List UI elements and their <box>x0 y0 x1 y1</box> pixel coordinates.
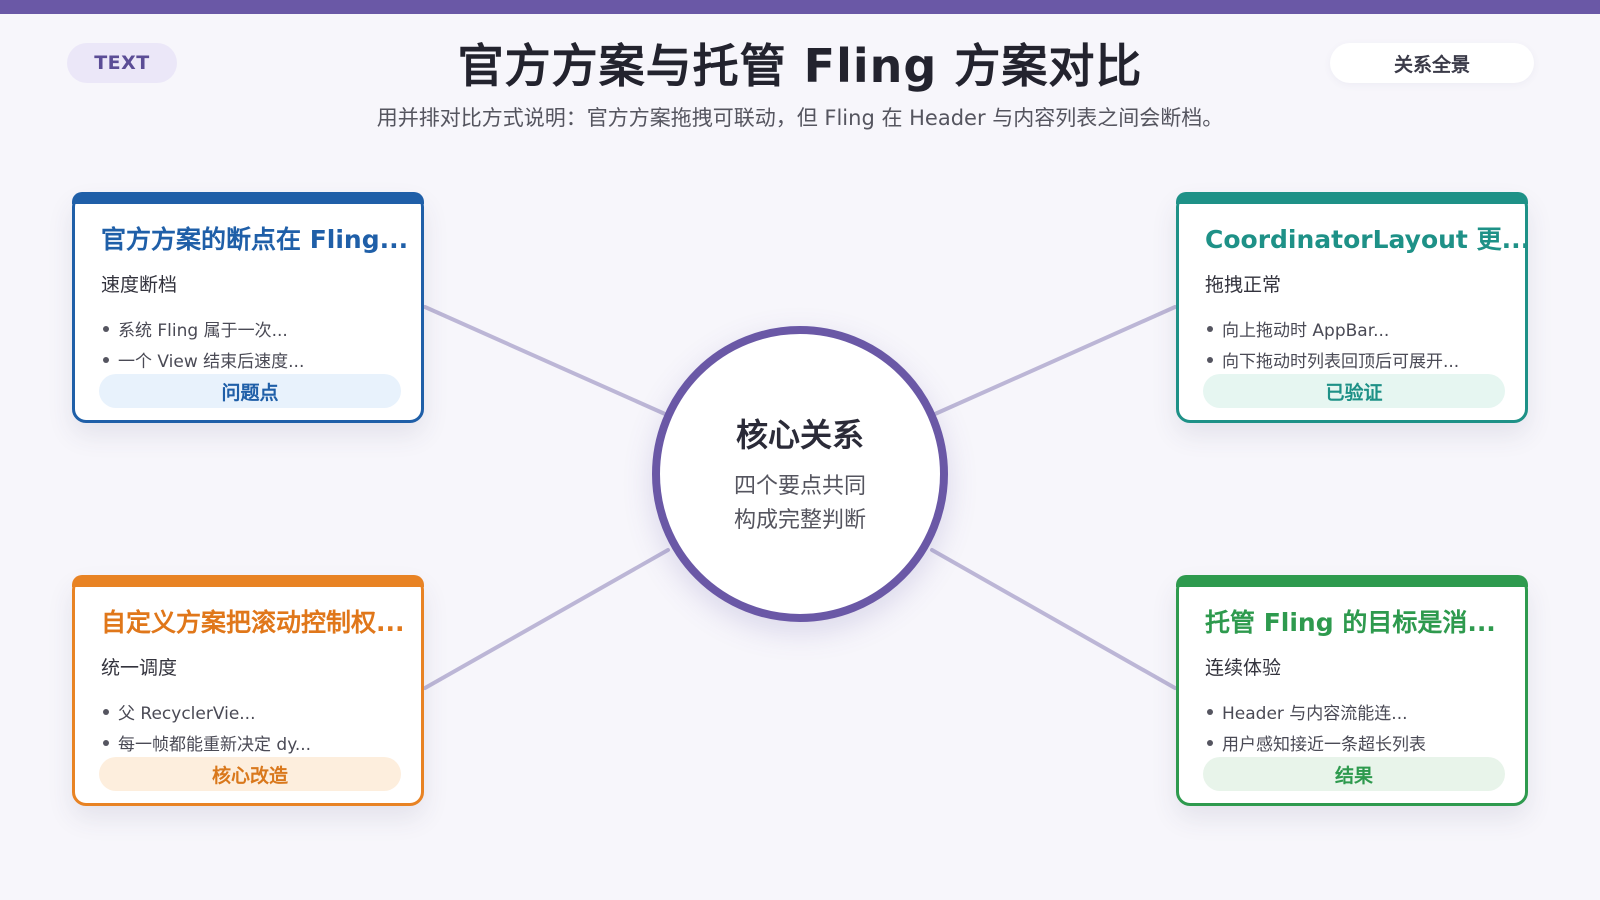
bullet-dot-icon <box>103 708 109 715</box>
bullet-dot-icon <box>103 325 109 332</box>
bullet-dot-icon <box>1207 739 1213 746</box>
card-bullet: 用户感知接近一条超长列表 <box>1205 727 1525 758</box>
card-badge-issue: 问题点 <box>99 374 401 408</box>
bullet-dot-icon <box>1207 325 1213 332</box>
bullet-text: 向上拖动时 AppBar... <box>1222 321 1390 341</box>
page-subtitle: 用并排对比方式说明：官方方案拖拽可联动，但 Fling 在 Header 与内容… <box>376 106 1224 130</box>
overview-button[interactable]: 关系全景 <box>1330 43 1534 83</box>
text-tag-pill: TEXT <box>67 43 177 83</box>
card-bullet: 每一帧都能重新决定 dy... <box>101 727 421 758</box>
connector-top-right <box>933 305 1177 416</box>
hub-title: 核心关系 <box>735 416 864 454</box>
card-bullet-list: 系统 Fling 属于一次... 一个 View 结束后速度... <box>101 313 421 375</box>
card-official-breakpoint[interactable]: 官方方案的断点在 Fling... 速度断档 系统 Fling 属于一次... … <box>72 192 424 423</box>
bullet-text: 父 RecyclerVie... <box>118 704 256 724</box>
card-bullet: Header 与内容流能连... <box>1205 696 1525 727</box>
card-title: 官方方案的断点在 Fling... <box>101 225 409 254</box>
connector-top-left <box>423 305 667 416</box>
card-bullet-list: 向上拖动时 AppBar... 向下拖动时列表回顶后可展开... <box>1205 313 1525 375</box>
core-relation-hub: 核心关系 四个要点共同 构成完整判断 <box>652 326 948 622</box>
card-badge-verified: 已验证 <box>1203 374 1505 408</box>
page-title: 官方方案与托管 Fling 方案对比 <box>457 39 1143 93</box>
bullet-text: 向下拖动时列表回顶后可展开... <box>1222 352 1460 372</box>
bullet-text: 每一帧都能重新决定 dy... <box>118 735 312 755</box>
card-badge-result: 结果 <box>1203 757 1505 791</box>
card-bullet: 向上拖动时 AppBar... <box>1205 313 1525 344</box>
card-title: 自定义方案把滚动控制权... <box>101 608 405 637</box>
hub-line-2: 构成完整判断 <box>733 508 866 533</box>
bullet-text: 用户感知接近一条超长列表 <box>1222 735 1426 755</box>
bullet-dot-icon <box>1207 708 1213 715</box>
card-bullet: 系统 Fling 属于一次... <box>101 313 421 344</box>
card-badge-core-change: 核心改造 <box>99 757 401 791</box>
card-subtitle: 统一调度 <box>101 657 178 679</box>
bullet-text: 一个 View 结束后速度... <box>118 352 305 372</box>
card-subtitle: 速度断档 <box>101 274 178 296</box>
bullet-text: 系统 Fling 属于一次... <box>118 321 288 341</box>
card-bullet: 一个 View 结束后速度... <box>101 344 421 375</box>
connector-bottom-left <box>423 548 670 690</box>
card-coordinator-layout[interactable]: CoordinatorLayout 更... 拖拽正常 向上拖动时 AppBar… <box>1176 192 1530 423</box>
card-subtitle: 连续体验 <box>1205 657 1282 679</box>
hub-line-1: 四个要点共同 <box>733 474 866 499</box>
card-title: 托管 Fling 的目标是消... <box>1205 608 1496 637</box>
card-bullet: 父 RecyclerVie... <box>101 696 421 727</box>
card-bullet-list: 父 RecyclerVie... 每一帧都能重新决定 dy... <box>101 696 421 758</box>
card-custom-scroll-control[interactable]: 自定义方案把滚动控制权... 统一调度 父 RecyclerVie... 每一帧… <box>72 575 424 806</box>
bullet-dot-icon <box>103 739 109 746</box>
bullet-dot-icon <box>103 356 109 363</box>
card-subtitle: 拖拽正常 <box>1205 274 1282 296</box>
bullet-text: Header 与内容流能连... <box>1222 704 1408 724</box>
card-managed-fling-goal[interactable]: 托管 Fling 的目标是消... 连续体验 Header 与内容流能连... … <box>1176 575 1528 806</box>
connector-bottom-right <box>930 548 1177 690</box>
card-title: CoordinatorLayout 更... <box>1205 225 1531 254</box>
top-accent-bar <box>0 0 1600 14</box>
card-bullet: 向下拖动时列表回顶后可展开... <box>1205 344 1525 375</box>
card-bullet-list: Header 与内容流能连... 用户感知接近一条超长列表 <box>1205 696 1525 758</box>
bullet-dot-icon <box>1207 356 1213 363</box>
